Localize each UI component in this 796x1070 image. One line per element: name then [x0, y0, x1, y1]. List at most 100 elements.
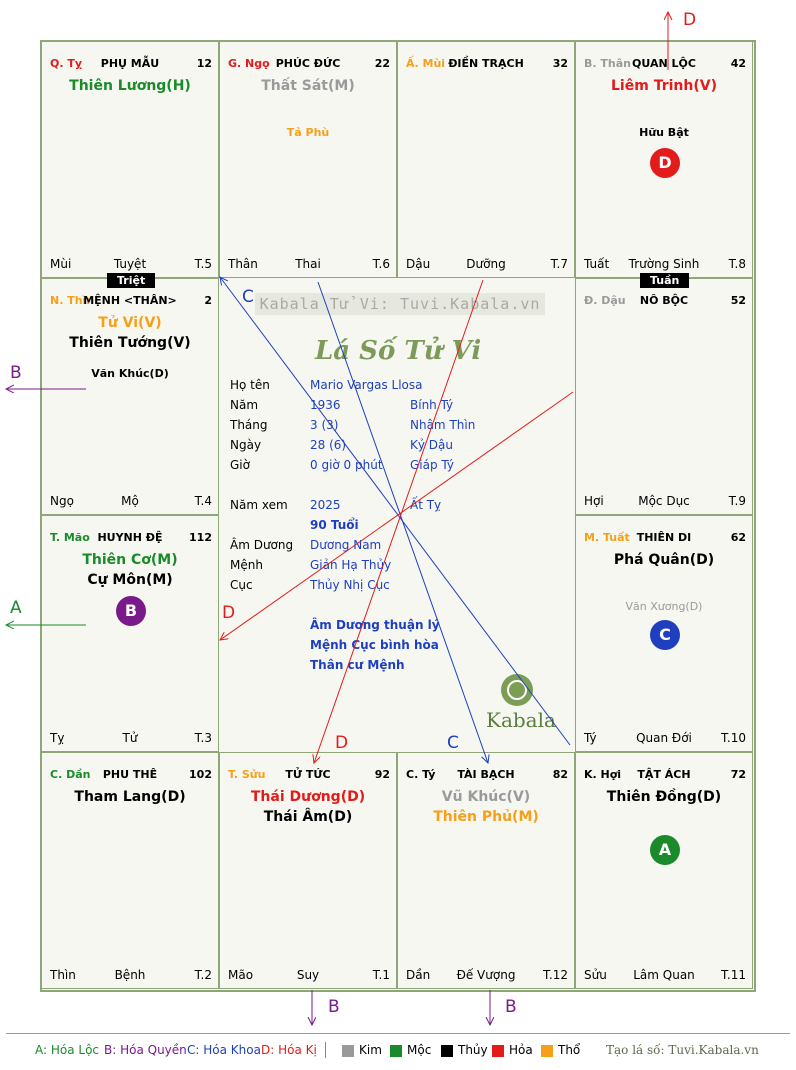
- palace-number: 52: [730, 294, 746, 307]
- palace-branch: Tuất: [584, 257, 610, 271]
- info-name: Mario Vargas Llosa: [310, 378, 423, 392]
- palace-name: THIÊN DI: [636, 531, 692, 544]
- palace-name: ĐIỀN TRẠCH: [448, 57, 524, 70]
- palace-age: T.12: [543, 968, 568, 982]
- palace-phase: Dưỡng: [466, 257, 506, 271]
- palace-can: G. Ngọ: [228, 57, 270, 70]
- palace-phase: Mộc Dục: [638, 494, 690, 508]
- main-star: Thiên Cơ(M): [82, 552, 178, 568]
- badge-tuan: Tuần: [640, 273, 690, 288]
- palace-can: C. Dần: [50, 768, 91, 781]
- main-star: Tử Vi(V): [98, 315, 162, 331]
- palace-branch: Mão: [228, 968, 254, 982]
- info-label: Cục: [230, 578, 253, 592]
- palace-branch: Dần: [406, 968, 431, 982]
- palace-age: T.1: [372, 968, 390, 982]
- palace-phase: Mộ: [121, 494, 139, 508]
- arrow-letter: C: [447, 733, 459, 753]
- palace-number: 2: [204, 294, 212, 307]
- palace-number: 112: [189, 531, 212, 544]
- main-star: Phá Quân(D): [613, 552, 715, 568]
- legend-hoa-quyen: B: Hóa Quyền: [104, 1043, 187, 1057]
- palace-branch: Dậu: [406, 257, 431, 271]
- palace-phase: Bệnh: [114, 968, 146, 982]
- palace-number: 82: [552, 768, 568, 781]
- palace-can: Ấ. Mùi: [406, 57, 446, 70]
- palace-name: PHỤ MẪU: [100, 57, 160, 70]
- transform-circle: A: [650, 835, 680, 865]
- brand-logo-text: Kabala: [486, 708, 556, 732]
- footer-brand: Tạo lá số: Tuvi.Kabala.vn: [606, 1043, 759, 1057]
- main-star: Vũ Khúc(V): [441, 789, 531, 805]
- palace-branch: Hợi: [584, 494, 604, 508]
- legend-swatch-kim: [342, 1045, 354, 1057]
- info-note: Thân cư Mệnh: [310, 658, 405, 672]
- legend-swatch-thuy: [441, 1045, 453, 1057]
- info-value: 3 (3): [310, 418, 339, 432]
- arrow-letter: B: [10, 363, 22, 383]
- main-star: Thất Sát(M): [261, 78, 355, 94]
- minor-star: Tả Phù: [286, 126, 330, 139]
- palace-branch: Tý: [584, 731, 597, 745]
- kabala-tree-icon: [501, 674, 533, 706]
- palace-name: PHÚC ĐỨC: [275, 57, 341, 70]
- info-can-chi: Bính Tý: [410, 398, 454, 412]
- info-note: Âm Dương thuận lý: [310, 618, 440, 632]
- palace-can: M. Tuất: [584, 531, 630, 544]
- minor-star: Hữu Bật: [639, 126, 689, 139]
- info-value: 0 giờ 0 phút: [310, 458, 383, 472]
- info-value: 1936: [310, 398, 341, 412]
- info-can-chi: Nhâm Thìn: [410, 418, 476, 432]
- legend-hoa-ki: D: Hóa Kị: [261, 1043, 317, 1057]
- palace-branch: Tỵ: [50, 731, 65, 745]
- main-star: Thiên Phủ(M): [433, 809, 539, 825]
- palace-name: HUYNH ĐỆ: [97, 531, 163, 544]
- palace-phase: Suy: [296, 968, 320, 982]
- palace-number: 12: [196, 57, 212, 70]
- chart-title: Lá Số Tử Vi: [315, 336, 482, 366]
- arrow-letter: C: [242, 287, 254, 307]
- arrow-letter: B: [328, 997, 340, 1017]
- info-label: Âm Dương: [230, 538, 294, 552]
- info-can-chi: Ất Tỵ: [410, 498, 442, 512]
- legend-moc: Mộc: [407, 1043, 432, 1057]
- arrow-letter: D: [683, 10, 697, 30]
- palace-can: Đ. Dậu: [584, 294, 626, 307]
- watermark: Kabala Tử Vi: Tuvi.Kabala.vn: [255, 293, 545, 315]
- legend-hoa-loc: A: Hóa Lộc: [35, 1043, 100, 1057]
- main-star: Thiên Đồng(D): [606, 789, 722, 805]
- palace-age: T.2: [194, 968, 212, 982]
- info-label: Tháng: [230, 418, 268, 432]
- palace-number: 92: [374, 768, 390, 781]
- palace-phase: Lâm Quan: [633, 968, 695, 982]
- main-star: Tham Lang(D): [74, 789, 186, 805]
- palace-number: 102: [189, 768, 212, 781]
- info-age: 90 Tuổi: [310, 518, 359, 532]
- palace-can: K. Hợi: [584, 768, 622, 781]
- info-label: Giờ: [230, 458, 250, 472]
- main-star: Cự Môn(M): [87, 572, 173, 588]
- palace-age: T.9: [728, 494, 746, 508]
- palace-phase: Tử: [122, 731, 138, 745]
- palace-can: Q. Tỵ: [50, 57, 83, 70]
- info-label: Năm: [230, 398, 259, 412]
- palace-name: NÔ BỘC: [639, 294, 689, 307]
- palace-phase: Tuyệt: [113, 257, 147, 271]
- legend-separator: [325, 1042, 326, 1058]
- info-label: Năm xem: [230, 498, 288, 512]
- palace-phase: Đế Vượng: [456, 968, 516, 982]
- palace-can: B. Thân: [584, 57, 631, 70]
- main-star: Thiên Lương(H): [69, 78, 191, 94]
- palace-age: T.6: [372, 257, 390, 271]
- arrow-letter: B: [505, 997, 517, 1017]
- legend-thuy: Thủy: [458, 1043, 488, 1057]
- info-label: Họ tên: [230, 378, 270, 392]
